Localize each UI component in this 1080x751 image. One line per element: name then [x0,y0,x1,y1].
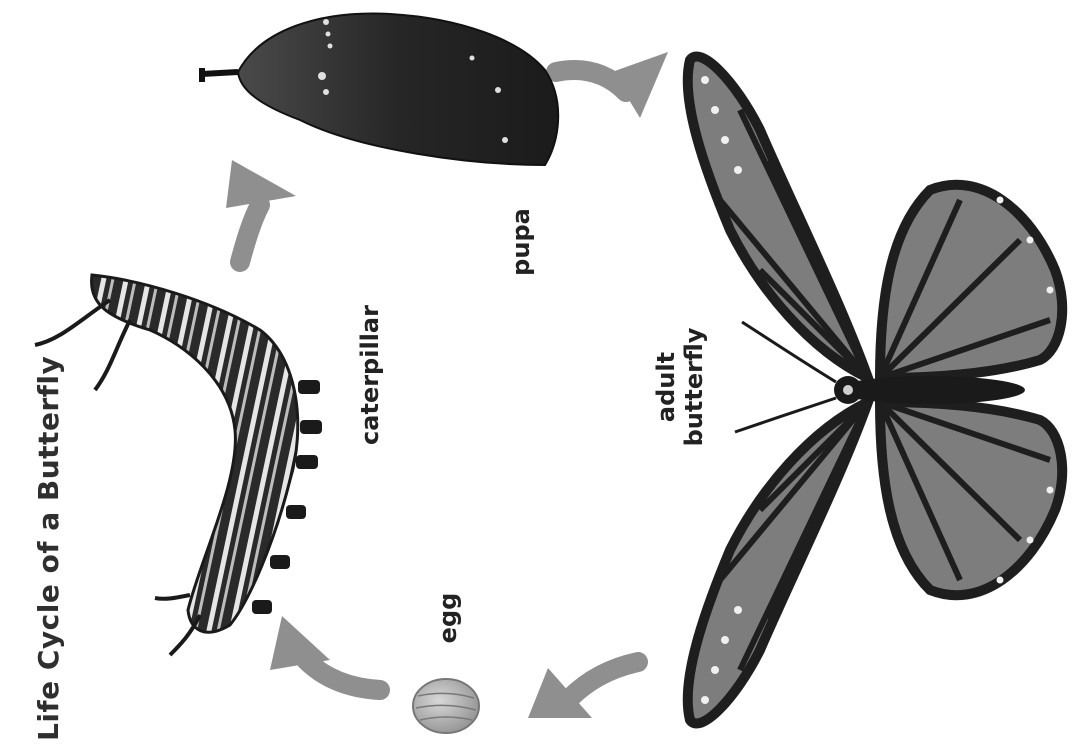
label-egg: egg [434,593,462,644]
butterfly-illustration [688,56,1062,723]
caterpillar-illustration [35,275,322,655]
arrow-caterpillar-to-pupa [226,160,296,262]
pupa-illustration [202,13,558,165]
label-adult-line1: adult [652,328,680,447]
arrow-adult-to-egg [528,662,638,718]
label-adult-line2: butterfly [680,328,708,447]
egg-illustration [413,679,479,733]
diagram-title: Life Cycle of a Butterfly [32,356,65,741]
label-pupa: pupa [507,208,535,276]
label-adult-butterfly: adult butterfly [652,328,708,447]
arrow-pupa-to-adult [556,52,668,118]
arrow-egg-to-caterpillar [270,616,380,690]
label-caterpillar: caterpillar [356,305,384,445]
